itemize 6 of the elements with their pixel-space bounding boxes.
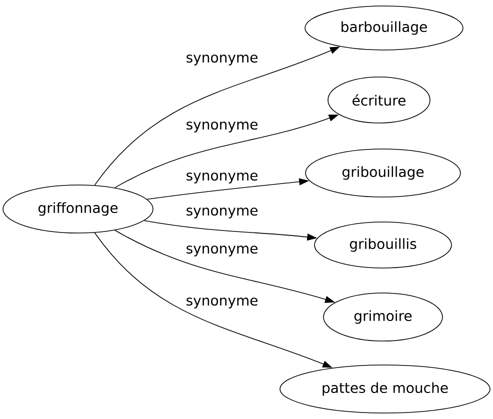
edge-label: synonyme	[184, 244, 260, 258]
edge-label: synonyme	[184, 206, 260, 220]
edge-label: synonyme	[184, 296, 260, 310]
edge-label: synonyme	[184, 120, 260, 134]
edge-label: synonyme	[184, 172, 260, 184]
edge-label: synonyme	[184, 54, 260, 66]
